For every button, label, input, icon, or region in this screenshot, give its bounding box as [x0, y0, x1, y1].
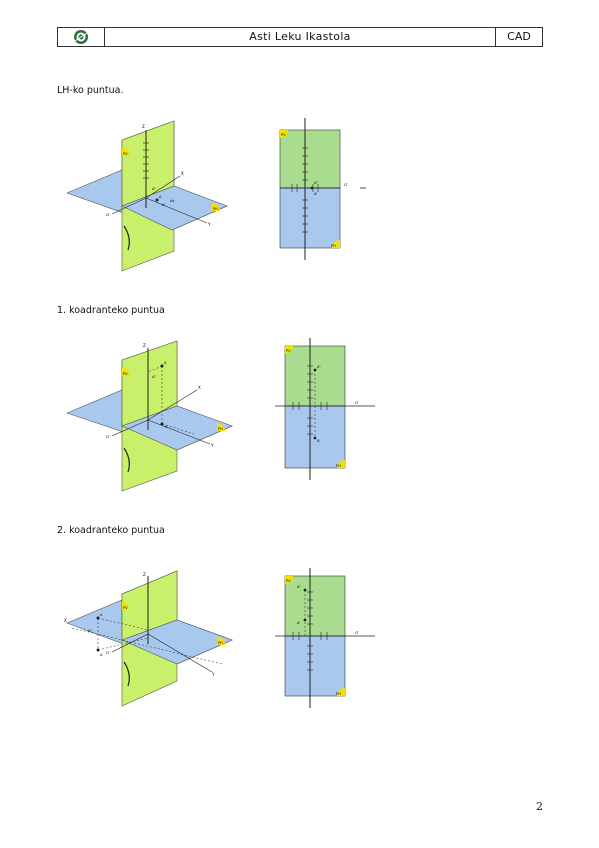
iso2-a-label: A [164, 361, 167, 365]
proj3-ph-label: PH [336, 692, 341, 696]
iso1-ph-label: PH [213, 207, 218, 211]
proj3-lt-label: LT [355, 631, 359, 635]
iso2-y-label: Y [210, 443, 214, 448]
iso3-x-label: X [64, 618, 67, 623]
proj2-ph-label: PH [336, 464, 341, 468]
iso3-y-label: Y [211, 672, 215, 677]
page-number: 2 [536, 800, 543, 813]
school-logo-icon [74, 30, 88, 44]
proj3-a2-label: A" [297, 585, 301, 589]
iso2-a1-label: A' [165, 425, 168, 429]
proj2-pv-label: PV [286, 349, 291, 353]
proj1-ph-label: PH [331, 244, 336, 248]
projection-figure-2: PV PH LT A" A' [275, 338, 375, 480]
iso1-y-label: Y [207, 222, 211, 227]
projection-figure-1: PV PH LT A' A" [279, 118, 366, 260]
iso3-pv-label: PV [123, 606, 128, 610]
isometric-figure-1: PV PH LT Z X Y A A' A" Ax [66, 120, 228, 272]
projection-figure-3: PV PH LT A" A' [275, 568, 375, 708]
iso2-lt-label: LT [106, 435, 110, 439]
proj3-pv-label: PV [286, 579, 291, 583]
iso3-a2-label: A" [88, 629, 92, 633]
iso1-lt-label: LT [106, 213, 110, 217]
iso1-x-label: X [181, 171, 184, 176]
iso1-a-label: A [159, 195, 162, 199]
iso2-z-label: Z [143, 343, 146, 348]
iso3-a-label: A [100, 613, 103, 617]
iso1-z-label: Z [142, 124, 145, 129]
iso1-ax-label: Ax [170, 199, 174, 203]
proj2-a1-label: A' [317, 439, 320, 443]
iso1-pv-label: PV [123, 152, 128, 156]
section-title-1: LH-ko puntua. [57, 85, 124, 96]
iso3-z-label: Z [143, 572, 146, 577]
proj2-lt-label: LT [355, 401, 359, 405]
iso2-ph-label: PH [218, 427, 223, 431]
proj1-lt-label: LT [344, 183, 348, 187]
isometric-figure-3: PV PH LT Z X Y A A' A" [64, 570, 233, 707]
isometric-figure-2: PV PH LT Z X Y A A' A" [66, 340, 233, 492]
proj1-a2-label: A" [314, 181, 318, 185]
iso3-a1-label: A' [100, 653, 103, 657]
proj1-pv-label: PV [281, 133, 286, 137]
proj1-a1-label: A' [314, 192, 317, 196]
header-title: Asti Leku Ikastola [249, 30, 351, 43]
iso2-a2-label: A" [152, 375, 156, 379]
iso3-lt-label: LT [106, 651, 110, 655]
iso3-ph-label: PH [218, 641, 223, 645]
page-header: Asti Leku Ikastola CAD [57, 27, 543, 47]
iso2-pv-label: PV [123, 372, 128, 376]
section-title-2: 1. koadranteko puntua [57, 305, 165, 316]
proj2-a2-label: A" [317, 365, 321, 369]
proj3-a1-label: A' [297, 621, 300, 625]
iso1-a1-label: A' [162, 203, 165, 207]
iso1-a2-label: A" [152, 187, 156, 191]
header-code: CAD [495, 28, 542, 46]
section-title-3: 2. koadranteko puntua [57, 525, 165, 536]
iso2-x-label: X [198, 385, 201, 390]
school-logo [58, 28, 105, 46]
